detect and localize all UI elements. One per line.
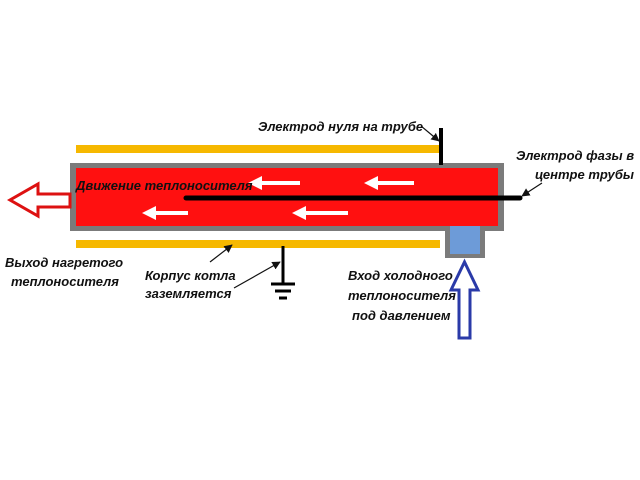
- label-outlet-line1: Выход нагретого: [5, 255, 123, 270]
- phase-pointer: [521, 182, 543, 197]
- flow-arrow: [292, 206, 348, 220]
- label-inlet-line3: под давлением: [352, 308, 451, 323]
- label-outlet-line2: теплоносителя: [11, 274, 119, 289]
- housing-pointer: [209, 244, 233, 263]
- label-inlet-line1: Вход холодного: [348, 268, 453, 283]
- ground-pointer: [233, 261, 281, 289]
- flow-arrow: [364, 176, 414, 190]
- label-housing-line2: заземляется: [145, 286, 232, 301]
- insulation-bottom: [76, 240, 440, 248]
- flow-arrows: [142, 176, 414, 220]
- inlet-arrow: [448, 258, 481, 340]
- flow-arrow: [248, 176, 300, 190]
- label-coolant-flow: Движение теплоносителя: [75, 178, 253, 193]
- inlet-pipe: [450, 226, 480, 254]
- label-phase-electrode-line2: центре трубы: [535, 167, 634, 182]
- label-neutral-electrode: Электрод нуля на трубе: [258, 119, 423, 134]
- label-inlet-line2: теплоносителя: [348, 288, 456, 303]
- neutral-pointer: [420, 125, 440, 142]
- flow-arrow: [142, 206, 188, 220]
- ground-icon: [271, 246, 295, 300]
- insulation-top: [76, 145, 440, 153]
- label-phase-electrode-line1: Электрод фазы в: [516, 148, 634, 163]
- outlet-arrow: [6, 181, 72, 219]
- label-housing-line1: Корпус котла: [145, 268, 236, 283]
